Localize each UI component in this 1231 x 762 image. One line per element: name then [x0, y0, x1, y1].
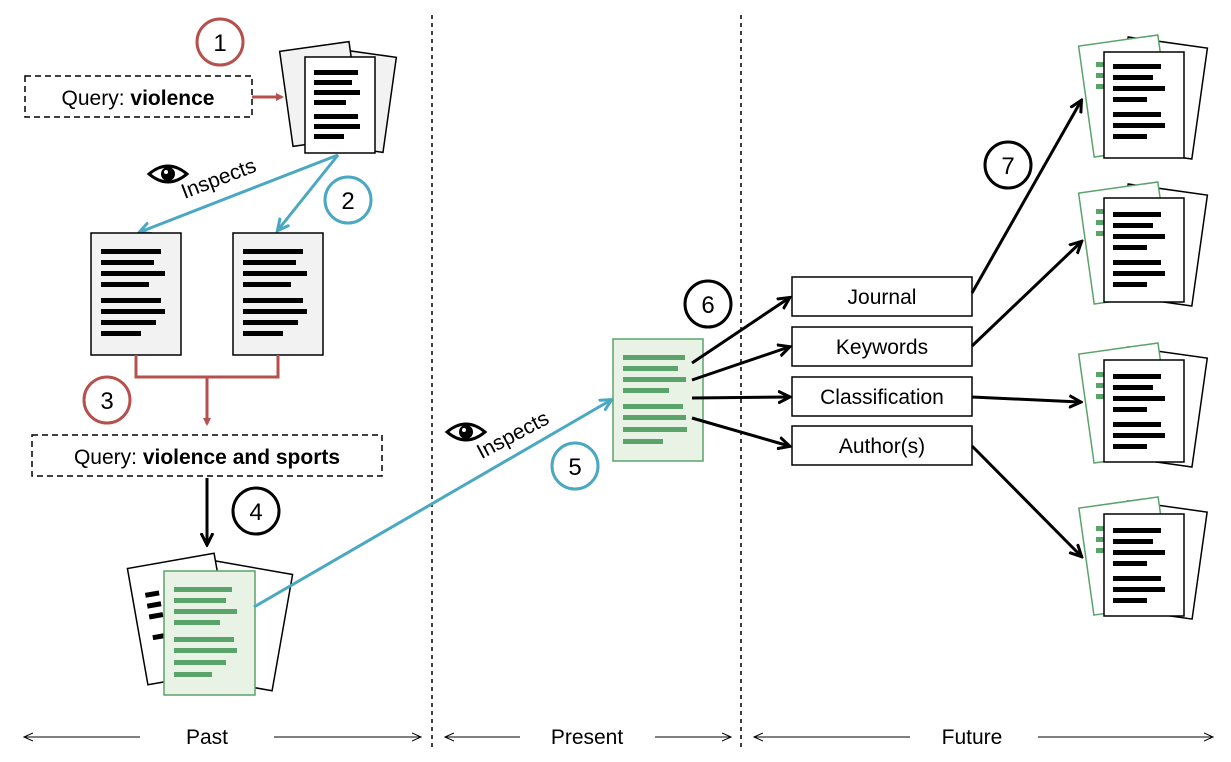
arrow-authors-to-results: [970, 444, 1081, 556]
arrow-classification-to-results: [971, 397, 1080, 402]
arrow-to-authors: [691, 416, 789, 446]
inspected-document-left: [90, 232, 182, 356]
arrow-to-journal: [691, 298, 789, 365]
arrow-journal-to-results: [970, 101, 1081, 294]
future-result-stack-3: [1077, 342, 1209, 468]
svg-text:4: 4: [249, 499, 262, 526]
result-stack-violence: [278, 40, 398, 154]
svg-text:1: 1: [213, 30, 226, 57]
query-prefix: Query:: [62, 87, 131, 110]
svg-text:Future: Future: [942, 726, 1003, 749]
timeline-present: Present: [445, 726, 731, 749]
step-7-badge: 7: [983, 140, 1033, 190]
inspects-label-1: Inspects: [178, 154, 259, 204]
step-1-badge: 1: [195, 17, 245, 67]
svg-text:Author(s): Author(s): [839, 435, 925, 458]
svg-text:7: 7: [1001, 153, 1014, 180]
query-term: violence: [130, 87, 214, 110]
svg-text:Classification: Classification: [820, 386, 944, 409]
step-5-badge: 5: [550, 441, 600, 491]
query-box-violence-and-sports: Query: violence and sports: [31, 434, 383, 477]
query-term: violence and sports: [143, 446, 340, 469]
present-document: [612, 338, 704, 462]
svg-text:Past: Past: [186, 726, 228, 749]
inspect-arrow-left: [140, 153, 339, 232]
svg-text:Journal: Journal: [848, 286, 917, 309]
facet-journal: Journal: [791, 276, 973, 317]
future-result-stack-1: [1077, 34, 1209, 160]
svg-text:Keywords: Keywords: [836, 336, 928, 359]
svg-text:2: 2: [341, 188, 354, 215]
eye-icon: [444, 422, 488, 442]
inspected-document-right: [232, 232, 324, 356]
inspect-arrow-to-present: [253, 400, 611, 609]
query-prefix: Query:: [74, 446, 143, 469]
timeline-past: Past: [24, 726, 421, 749]
future-result-stack-2: [1077, 181, 1209, 307]
inspect-arrow-right: [278, 154, 340, 230]
svg-text:Query: violence and sports: Query: violence and sports: [74, 446, 340, 469]
combine-connector: [134, 355, 280, 424]
step-6-badge: 6: [683, 279, 733, 329]
step-3-badge: 3: [82, 375, 132, 425]
result-stack-violence-and-sports: [126, 552, 294, 696]
svg-text:Query: violence: Query: violence: [62, 87, 215, 110]
svg-text:Present: Present: [551, 726, 624, 749]
future-result-stack-4: [1078, 496, 1208, 620]
facet-keywords: Keywords: [791, 326, 973, 367]
svg-text:6: 6: [701, 292, 714, 319]
eye-icon: [146, 164, 190, 184]
svg-text:5: 5: [568, 454, 581, 481]
facet-classification: Classification: [791, 376, 973, 417]
arrow-to-classification: [691, 397, 789, 398]
step-2-badge: 2: [323, 175, 373, 225]
query-box-violence: Query: violence: [24, 75, 253, 118]
facet-authors: Author(s): [791, 425, 973, 466]
timeline-future: Future: [754, 726, 1213, 749]
svg-text:3: 3: [100, 388, 113, 415]
arrow-to-keywords: [691, 347, 789, 382]
step-4-badge: 4: [231, 486, 281, 536]
arrow-keywords-to-results: [970, 242, 1081, 348]
